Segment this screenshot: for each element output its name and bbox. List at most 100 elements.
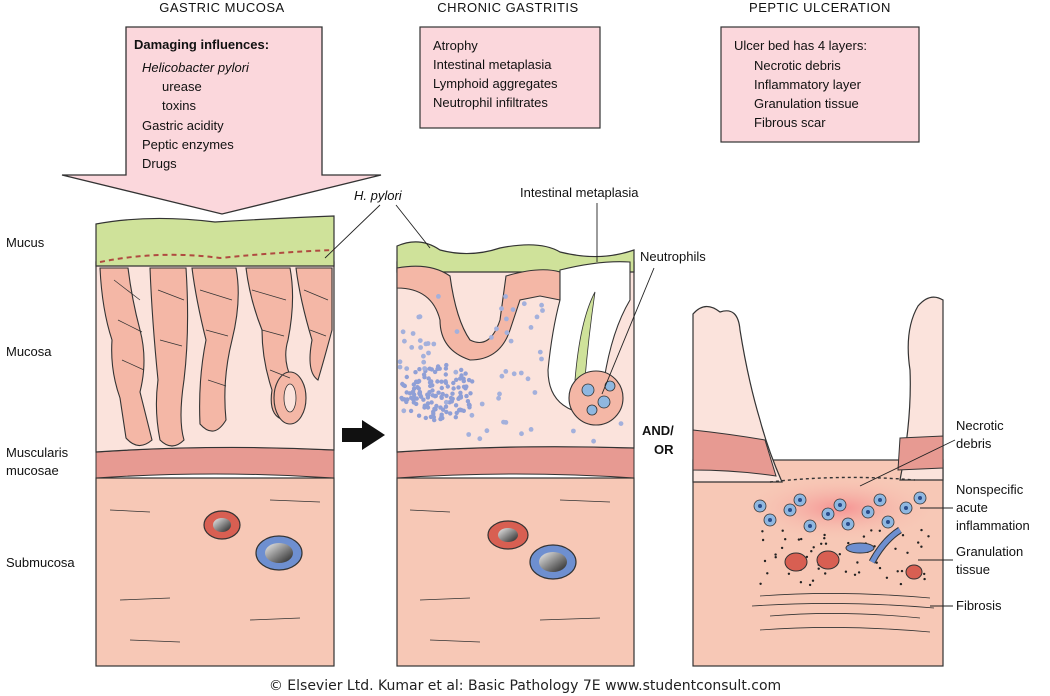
and-or-label-2: OR [654,442,674,457]
inflammatory-cell-dot [518,370,524,376]
muscularis-left [692,429,777,477]
inflammatory-cell-dot [423,341,429,347]
submucosa-layer [95,477,335,667]
box3-line-4: Fibrous scar [754,115,826,130]
lymphocyte-dot [458,376,463,381]
granulation-speck [763,559,767,563]
lymphocyte-dot [466,402,472,407]
necrotic-debris [769,476,916,483]
lymphocyte-dot [435,379,440,384]
h-pylori-organisms [99,249,335,263]
lymphocyte-dot [421,397,426,402]
inflammatory-cell-dot [418,345,423,350]
inflammatory-cell-dot [479,401,485,407]
leader-neutrophils [601,267,655,395]
box1-line-6: Drugs [142,156,177,171]
mucus-layer [95,215,335,267]
inflammatory-cell-dot [508,338,514,344]
granulation-speck [923,577,926,581]
inflammatory-cell-dot [431,341,437,347]
inflammatory-cell-dot [528,427,534,432]
label-mucosae: mucosae [6,463,59,478]
lymphocyte-dot [408,408,414,414]
lymphocyte-dot [459,367,464,373]
damaging-influences-arrow [61,26,382,215]
inflammatory-cell-dot [397,364,403,370]
lymphocyte-dot [426,376,431,381]
submucosa-layer-2 [396,477,635,667]
granulation-speck [847,541,850,545]
granulation-speck [857,571,861,574]
inflammatory-cell-dot [497,391,502,397]
granulation-speck [901,534,905,537]
fibrous-scar [751,593,935,633]
callout-necrotic-2: debris [956,436,992,451]
callout-nonspecific-3: inflammation [956,518,1030,533]
granulation-speck [875,561,878,564]
granulation-speck [823,533,826,537]
inflammatory-cell-dot [404,366,410,371]
leader-h-pylori-2 [395,204,431,249]
box1-line-2: urease [162,79,202,94]
box3-title: Ulcer bed has 4 layers: [734,38,867,53]
granulation-speck [780,546,784,550]
box3-line-3: Granulation tissue [754,96,859,111]
granulation-speck [838,553,841,556]
lymphocyte-dot [439,385,444,391]
granulation-speck [878,529,881,532]
lymphocyte-dot [416,386,421,391]
lymphocyte-dot [445,384,450,389]
inflammatory-cell-dot [417,338,423,343]
inflammatory-cell-dot [489,335,494,340]
leader-h-pylori-1 [324,204,381,259]
lymphocyte-dot [464,393,469,399]
granulation-speck [761,530,764,533]
atrophic-gland [396,265,561,361]
inflammatory-cell-dot [401,408,407,414]
granulation-speck [899,582,903,586]
granulation-speck [920,545,923,548]
lymphocyte-dot [438,405,443,410]
lymphocyte-dot [436,390,441,395]
lymphocyte-dot [443,379,448,384]
inflammatory-cell-dot [469,412,475,418]
granulation-vessel [784,552,808,572]
granulation-speck [781,529,784,532]
vein-lumen [265,543,293,563]
granulation-speck [797,538,801,541]
lymphocyte-dot [404,390,409,395]
granulation-speck [817,567,820,570]
inflammatory-cell-dot [421,353,426,359]
lymphocyte-dot [428,383,433,389]
inflammatory-cell-dot [618,421,624,426]
granulation-speck [766,572,769,575]
inflammatory-cell-nucleus [904,506,908,510]
granulation-speck [870,529,873,532]
inflammatory-cell-dot [504,316,509,322]
granulation-speck [774,556,777,559]
granulation-speck [856,561,859,564]
inflammatory-cell-dot [453,369,459,375]
box1-line-3: toxins [162,98,196,113]
inflammatory-cell-dot [421,359,427,365]
box3-line-1: Necrotic debris [754,58,841,73]
inflammatory-cell-dot [426,350,431,356]
lymphocyte-dot [429,400,434,405]
label-mucosa: Mucosa [6,344,52,359]
inflammatory-cell-dot [402,338,407,344]
scattered-inflammatory-cells [397,294,624,444]
lymphocyte-dot [429,367,434,372]
lymphocyte-dot [430,393,435,398]
inflammatory-cell-dot [525,376,531,382]
progression-arrow [342,420,385,450]
lymphocyte-dot [440,391,445,397]
inflammatory-cell-dot [534,314,540,320]
ulceration-box [720,26,920,143]
inflammatory-cell-nucleus [798,498,802,502]
granulation-speck [853,573,857,576]
lymphocyte-dot [450,391,455,396]
lymphocyte-dot [468,391,473,396]
lymphocyte-dot [423,415,428,421]
lymphocyte-dot [416,413,422,418]
inflammatory-cell-dot [409,345,415,350]
